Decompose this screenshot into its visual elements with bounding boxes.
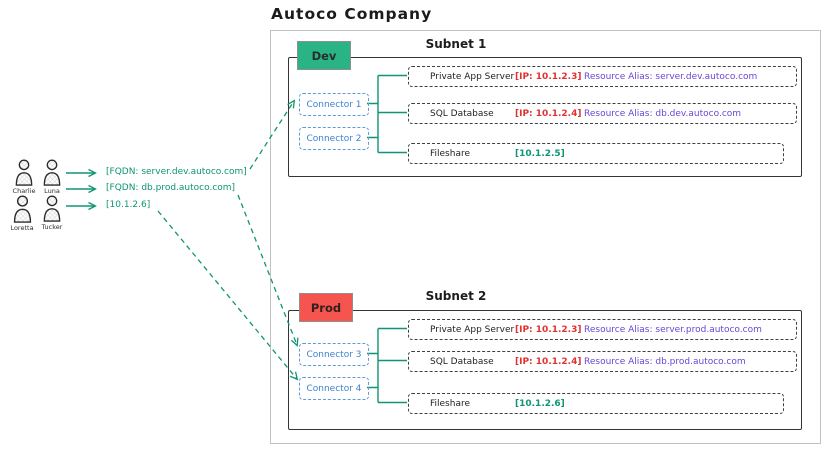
connector-2: Connector 2 bbox=[299, 127, 369, 150]
resource-ip: [10.1.2.5] bbox=[515, 148, 565, 159]
person-icon bbox=[13, 195, 31, 223]
request-fqdn-prod-label: [FQDN: db.prod.autoco.com] bbox=[106, 183, 236, 193]
resource-alias: Resource Alias: server.dev.autoco.com bbox=[584, 71, 758, 82]
resource-name: Fileshare bbox=[430, 398, 471, 409]
resource-prod-fileshare: Fileshare [10.1.2.6] bbox=[408, 393, 784, 414]
resource-prod-sql-database: SQL Database [IP: 10.1.2.4] Resource Ali… bbox=[408, 351, 797, 372]
resource-alias: Resource Alias: server.prod.autoco.com bbox=[584, 324, 762, 335]
subnet2-title: Subnet 2 bbox=[425, 289, 487, 303]
resource-ip: [IP: 10.1.2.4] bbox=[515, 108, 582, 119]
resource-ip: [IP: 10.1.2.3] bbox=[515, 324, 582, 335]
user-name: Loretta bbox=[10, 224, 34, 232]
person-icon bbox=[43, 159, 61, 186]
resource-prod-app-server: Private App Server [IP: 10.1.2.3] Resour… bbox=[408, 319, 797, 340]
resource-dev-fileshare: Fileshare [10.1.2.5] bbox=[408, 143, 784, 164]
request-ip-label: [10.1.2.6] bbox=[106, 200, 151, 210]
env-chip-prod: Prod bbox=[299, 293, 353, 322]
resource-name: SQL Database bbox=[430, 356, 494, 367]
resource-dev-app-server: Private App Server [IP: 10.1.2.3] Resour… bbox=[408, 66, 797, 87]
resource-name: Private App Server bbox=[430, 324, 515, 335]
env-chip-dev: Dev bbox=[297, 41, 351, 70]
connector-1: Connector 1 bbox=[299, 93, 369, 116]
resource-dev-sql-database: SQL Database [IP: 10.1.2.4] Resource Ali… bbox=[408, 103, 797, 124]
user-charlie: Charlie bbox=[9, 159, 39, 195]
resource-ip: [IP: 10.1.2.3] bbox=[515, 71, 582, 82]
connector-4: Connector 4 bbox=[299, 377, 369, 400]
resource-name: SQL Database bbox=[430, 108, 494, 119]
user-loretta: Loretta bbox=[7, 195, 37, 232]
user-name: Luna bbox=[44, 187, 60, 195]
resource-ip: [IP: 10.1.2.4] bbox=[515, 356, 582, 367]
user-name: Tucker bbox=[41, 223, 63, 231]
resource-alias: Resource Alias: db.dev.autoco.com bbox=[584, 108, 742, 119]
resource-alias: Resource Alias: db.prod.autoco.com bbox=[584, 356, 746, 367]
user-tucker: Tucker bbox=[37, 195, 67, 231]
person-icon bbox=[15, 159, 33, 186]
resource-ip: [10.1.2.6] bbox=[515, 398, 565, 409]
connector-3: Connector 3 bbox=[299, 343, 369, 366]
page-title: Autoco Company bbox=[271, 5, 433, 23]
company-boundary-box bbox=[270, 30, 821, 444]
person-icon bbox=[43, 195, 61, 222]
resource-name: Private App Server bbox=[430, 71, 515, 82]
subnet1-title: Subnet 1 bbox=[425, 37, 487, 51]
resource-name: Fileshare bbox=[430, 148, 471, 159]
user-luna: Luna bbox=[37, 159, 67, 195]
user-name: Charlie bbox=[12, 187, 36, 195]
request-fqdn-dev-label: [FQDN: server.dev.autoco.com] bbox=[106, 167, 247, 177]
